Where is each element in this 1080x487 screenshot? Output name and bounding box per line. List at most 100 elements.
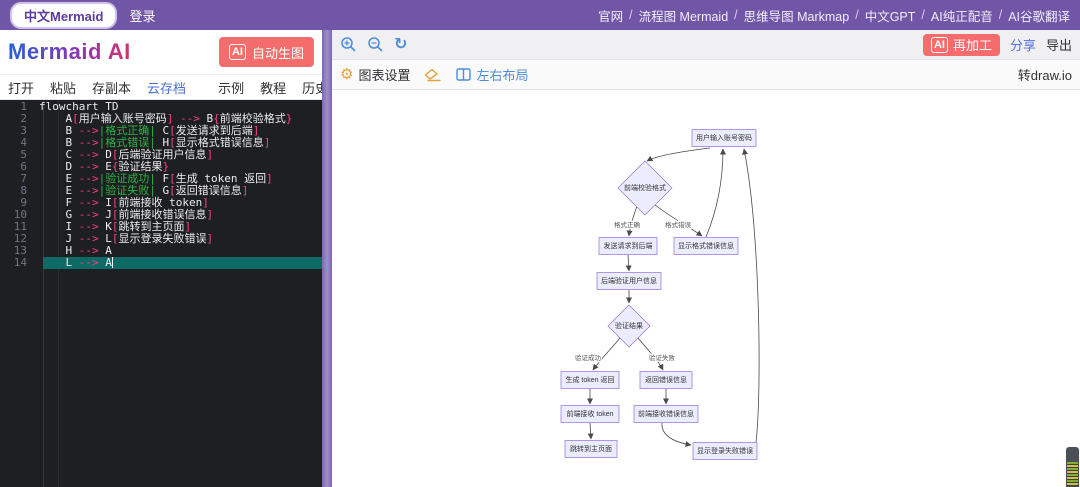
flow-node-A: 用户输入账号密码 xyxy=(691,129,757,147)
svg-text:验证结果: 验证结果 xyxy=(615,321,643,330)
flow-node-D: 后端验证用户信息 xyxy=(596,272,662,290)
eraser-button[interactable] xyxy=(424,68,442,82)
line-number: 6 xyxy=(20,160,27,173)
editor-line[interactable]: 11 I --> K[跳转到主页面] xyxy=(0,221,322,233)
gear-icon: ⚙ xyxy=(340,66,354,83)
editor-line[interactable]: 3 B -->|格式正确| C[发送请求到后端] xyxy=(0,125,322,137)
toolbar-item[interactable]: 存副本 xyxy=(92,80,132,96)
editor-line[interactable]: 14 L --> A xyxy=(0,257,322,269)
editor-line[interactable]: 9 F --> I[前端接收 token] xyxy=(0,197,322,209)
line-number: 13 xyxy=(13,244,27,257)
svg-text:返回错误信息: 返回错误信息 xyxy=(645,375,687,384)
svg-text:跳转到主页面: 跳转到主页面 xyxy=(570,444,612,453)
editor-line[interactable]: 2 A[用户输入账号密码] --> B{前端校验格式} xyxy=(0,113,322,125)
line-code: J --> L[显示登录失败错误] xyxy=(39,232,214,245)
topbar: 中文Mermaid 登录 官网 / 流程图 Mermaid / 思维导图 Markmap… xyxy=(0,0,1080,30)
zoom-in-button[interactable] xyxy=(340,36,357,53)
line-number: 9 xyxy=(20,196,27,209)
top-nav-item[interactable]: AI纯正配音 xyxy=(930,9,993,24)
line-number: 14 xyxy=(13,256,27,269)
editor-line[interactable]: 6 D --> E{验证结果} xyxy=(0,161,322,173)
line-number: 11 xyxy=(13,220,27,233)
svg-text:发送请求到后端: 发送请求到后端 xyxy=(604,241,653,250)
ai-rework-label: 再加工 xyxy=(952,38,992,53)
line-code: G --> J[前端接收错误信息] xyxy=(39,208,214,221)
top-nav-item[interactable]: 思维导图 Markmap xyxy=(743,9,850,24)
toolbar-item[interactable]: 示例 xyxy=(218,80,245,96)
nav-separator: / xyxy=(855,8,859,22)
toolbar-item[interactable]: 粘贴 xyxy=(50,80,77,96)
nav-separator: / xyxy=(734,8,738,22)
reset-zoom-icon[interactable]: ↻ xyxy=(394,35,408,53)
flowchart-svg: 格式正确格式错误验证成功验证失败用户输入账号密码前端校验格式发送请求到后端显示格… xyxy=(560,129,760,460)
flow-node-B: 前端校验格式 xyxy=(617,160,673,216)
app-logo[interactable]: 中文Mermaid xyxy=(10,1,118,29)
svg-text:显示登录失败错误: 显示登录失败错误 xyxy=(697,446,753,455)
editor-line[interactable]: 13 H --> A xyxy=(0,245,322,257)
flow-edge-E-F xyxy=(592,337,621,371)
editor-line[interactable]: 12 J --> L[显示登录失败错误] xyxy=(0,233,322,245)
line-code: D --> E{验证结果} xyxy=(39,160,170,173)
ai-icon: AI xyxy=(228,44,246,60)
toolbar-item[interactable]: 历史 xyxy=(302,80,329,96)
line-number: 5 xyxy=(20,148,27,161)
line-code: B -->|格式正确| C[发送请求到后端] xyxy=(39,124,260,137)
svg-text:前端接收错误信息: 前端接收错误信息 xyxy=(638,409,694,418)
diagram-toolbar: ⚙ 图表设置 左右布局 转draw.io xyxy=(332,60,1080,90)
indent-guide xyxy=(58,100,59,487)
toolbar-item[interactable]: 打开 xyxy=(8,80,35,96)
left-header: Mermaid AI AI 自动生图 xyxy=(0,30,322,75)
flow-edge-I-K xyxy=(587,422,594,440)
line-number: 2 xyxy=(20,112,27,125)
ai-generate-button[interactable]: AI 自动生图 xyxy=(218,37,314,67)
zoom-out-button[interactable] xyxy=(367,36,384,53)
line-code: L --> A xyxy=(39,256,113,269)
flow-edge-B-H xyxy=(653,203,703,237)
top-nav-item[interactable]: 中文GPT xyxy=(864,9,916,24)
nav-separator: / xyxy=(921,8,925,22)
page-title: Mermaid AI xyxy=(8,39,131,64)
top-nav-item[interactable]: 官网 xyxy=(598,9,624,24)
diagram-canvas[interactable]: 格式正确格式错误验证成功验证失败用户输入账号密码前端校验格式发送请求到后端显示格… xyxy=(332,90,1080,487)
share-button[interactable]: 分享 xyxy=(1009,38,1036,53)
top-nav-item[interactable]: 流程图 Mermaid xyxy=(638,9,729,24)
preview-toolbar: ↻ AI 再加工 分享 导出 xyxy=(332,30,1080,60)
editor-line[interactable]: 7 E -->|验证成功| F[生成 token 返回] xyxy=(0,173,322,185)
line-code: F --> I[前端接收 token] xyxy=(39,196,209,209)
login-button[interactable]: 登录 xyxy=(129,8,156,24)
editor-line[interactable]: 5 C --> D[后端验证用户信息] xyxy=(0,149,322,161)
extension-widget[interactable] xyxy=(1066,447,1079,487)
ai-rework-button[interactable]: AI 再加工 xyxy=(922,33,1000,56)
export-button[interactable]: 导出 xyxy=(1045,38,1072,53)
pane-splitter[interactable] xyxy=(322,30,332,487)
top-nav-item[interactable]: AI谷歌翻译 xyxy=(1008,9,1070,24)
svg-text:前端校验格式: 前端校验格式 xyxy=(624,183,666,192)
line-code: C --> D[后端验证用户信息] xyxy=(39,148,214,161)
editor-line[interactable]: 4 B -->|格式错误| H[显示格式错误信息] xyxy=(0,137,322,149)
convert-drawio-button[interactable]: 转draw.io xyxy=(1017,68,1072,83)
editor-line[interactable]: 8 E -->|验证失败| G[返回错误信息] xyxy=(0,185,322,197)
flow-edge-J-L xyxy=(661,422,692,448)
toolbar-item[interactable]: 教程 xyxy=(260,80,287,96)
flow-node-L: 显示登录失败错误 xyxy=(692,442,758,460)
toolbar-item[interactable]: 云存档 xyxy=(147,80,187,96)
layout-toggle-button[interactable]: 左右布局 xyxy=(456,65,528,84)
flow-node-H: 显示格式错误信息 xyxy=(673,237,739,255)
editor-line[interactable]: 10 G --> J[前端接收错误信息] xyxy=(0,209,322,221)
widget-stripes xyxy=(1067,462,1078,486)
flow-edge-C-D xyxy=(625,254,632,272)
chart-settings-label: 图表设置 xyxy=(358,68,411,83)
flow-node-C: 发送请求到后端 xyxy=(598,237,658,255)
layout-label: 左右布局 xyxy=(476,68,529,83)
svg-text:用户输入账号密码: 用户输入账号密码 xyxy=(696,133,752,142)
flow-node-F: 生成 token 返回 xyxy=(560,371,620,389)
flow-node-K: 跳转到主页面 xyxy=(564,440,618,458)
chart-settings-button[interactable]: ⚙ 图表设置 xyxy=(340,65,410,84)
help-actions: 示例教程历史 xyxy=(218,78,328,97)
flow-node-G: 返回错误信息 xyxy=(639,371,693,389)
edge-label: 验证成功 xyxy=(575,353,602,362)
top-nav: 官网/流程图 Mermaid/思维导图 Markmap/中文GPT/AI纯正配音… xyxy=(598,6,1070,25)
svg-text:显示格式错误信息: 显示格式错误信息 xyxy=(678,241,734,250)
